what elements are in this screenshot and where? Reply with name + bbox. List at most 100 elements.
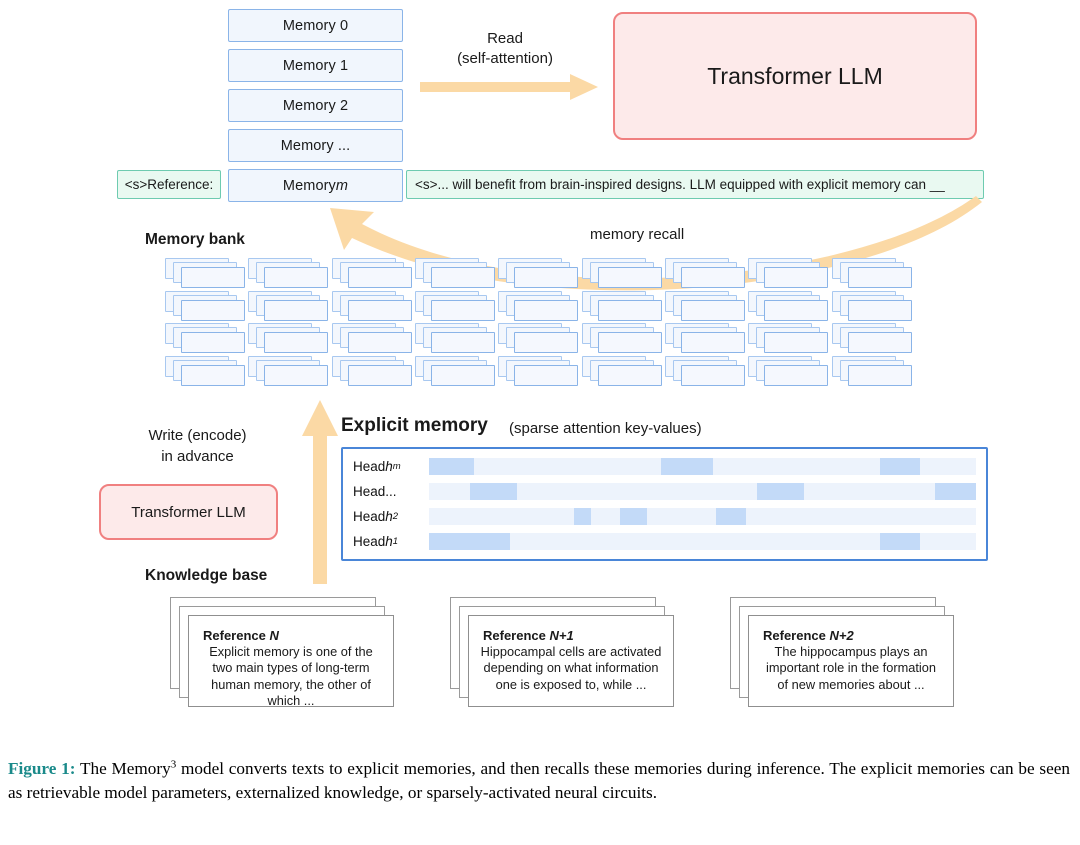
- memory-box-m-label: Memory: [282, 177, 336, 194]
- memory-bank-unit: [498, 258, 579, 288]
- memory-box-0-label: Memory 0: [282, 17, 349, 34]
- explicit-memory-active-segment: [934, 483, 976, 500]
- reference-card-0-title-prefix: Reference: [203, 628, 270, 643]
- read-arrow-label-line2: (self-attention): [435, 50, 575, 67]
- reference-card-1-title-var: N+1: [549, 628, 574, 643]
- figure-diagram: Memory 0 Memory 1 Memory 2 Memory ... Me…: [99, 9, 988, 709]
- memory-bank-card: [347, 332, 412, 353]
- memory-bank-card: [514, 364, 579, 386]
- memory-bank-unit: [748, 323, 829, 353]
- memory-bank-unit: [248, 258, 329, 288]
- figure-caption-label: Figure 1:: [8, 759, 76, 778]
- reference-card-0-body: Explicit memory is one of the two main t…: [209, 644, 373, 709]
- memory-bank-unit: [831, 258, 912, 288]
- memory-bank-title: Memory bank: [145, 231, 245, 249]
- memory-bank-unit: [165, 323, 245, 353]
- explicit-memory-subtitle-label: (sparse attention key-values): [509, 420, 702, 437]
- memory-bank-card: [681, 332, 745, 353]
- reference-card-2-title-var: N+2: [829, 628, 854, 643]
- explicit-memory-active-segment: [880, 458, 920, 475]
- memory-bank-card: [847, 332, 912, 353]
- memory-bank-card: [514, 299, 579, 321]
- memory-bank-unit: [665, 355, 745, 386]
- transformer-llm-top-label: Transformer LLM: [707, 62, 883, 89]
- reference-card-2-body: The hippocampus plays an important role …: [766, 644, 936, 692]
- memory-bank-unit: [581, 323, 662, 353]
- memory-bank-card: [264, 267, 329, 288]
- reference-stack-0: Reference N Explicit memory is one of th…: [170, 597, 394, 709]
- memory-bank-card: [181, 364, 245, 386]
- memory-bank-card: [264, 364, 329, 386]
- memory-box-m-index: m: [335, 177, 349, 194]
- memory-bank-unit: [415, 323, 495, 353]
- explicit-memory-head-track: [429, 533, 976, 550]
- memory-bank-title-label: Memory bank: [145, 231, 245, 248]
- read-label-2: (self-attention): [457, 50, 553, 67]
- memory-box-2-label: Memory 2: [282, 97, 349, 114]
- memory-box-2: Memory 2: [228, 89, 403, 122]
- memory-bank-card: [181, 267, 245, 288]
- explicit-memory-active-segment: [429, 533, 510, 550]
- figure-caption-superscript: 3: [170, 758, 177, 771]
- reference-card-1-title-prefix: Reference: [483, 628, 550, 643]
- write-label-2: in advance: [161, 448, 234, 465]
- reference-card-0-title-var: N: [269, 628, 279, 643]
- explicit-memory-head-track: [429, 508, 976, 525]
- memory-box-1-label: Memory 1: [282, 57, 349, 74]
- memory-bank-unit: [665, 290, 745, 321]
- memory-bank-card: [514, 332, 579, 353]
- reference-stack-2: Reference N+2 The hippocampus plays an i…: [730, 597, 954, 707]
- memory-bank-unit: [165, 290, 245, 321]
- memory-bank-unit: [331, 258, 412, 288]
- memory-bank-unit: [331, 290, 412, 321]
- reference-card-2-title-prefix: Reference: [763, 628, 830, 643]
- memory-bank-unit: [415, 355, 495, 386]
- read-arrow-icon: [420, 74, 598, 100]
- memory-bank-card: [681, 364, 745, 386]
- transformer-llm-bottom-label: Transformer LLM: [131, 503, 246, 521]
- memory-box-ellipsis: Memory ...: [228, 129, 403, 162]
- memory-bank-card: [431, 364, 495, 386]
- explicit-memory-title-label: Explicit memory: [341, 415, 488, 436]
- memory-bank-unit: [165, 355, 245, 386]
- memory-bank-card: [681, 299, 745, 321]
- memory-box-1: Memory 1: [228, 49, 403, 82]
- memory-bank-unit: [665, 258, 745, 288]
- generated-text-label: <s>... will benefit from brain-inspired …: [415, 177, 945, 192]
- generated-text-box: <s>... will benefit from brain-inspired …: [406, 170, 984, 199]
- memory-bank-card: [597, 332, 662, 353]
- memory-bank-card: [764, 267, 829, 288]
- write-label-line2: in advance: [110, 448, 285, 465]
- memory-bank-card: [431, 332, 495, 353]
- explicit-memory-active-segment: [470, 483, 517, 500]
- reference-card-2: Reference N+2 The hippocampus plays an i…: [748, 615, 954, 707]
- memory-bank-unit: [498, 355, 579, 386]
- memory-bank-unit: [415, 258, 495, 288]
- write-label-line1: Write (encode): [110, 427, 285, 444]
- reference-stack-1: Reference N+1 Hippocampal cells are acti…: [450, 597, 674, 707]
- memory-recall-label-text: memory recall: [590, 226, 685, 243]
- explicit-memory-active-segment: [429, 458, 474, 475]
- memory-bank-unit: [415, 290, 495, 321]
- explicit-memory-active-segment: [757, 483, 804, 500]
- reference-card-1-title: Reference N+1: [483, 628, 663, 643]
- memory-bank-unit: [831, 355, 912, 386]
- explicit-memory-head-track: [429, 458, 976, 475]
- explicit-memory-subtitle: (sparse attention key-values): [509, 420, 702, 437]
- memory-bank-card: [347, 299, 412, 321]
- write-arrow-icon: [302, 400, 338, 584]
- memory-bank-card: [347, 364, 412, 386]
- figure-caption-text-2: model converts texts to explicit memorie…: [8, 759, 1070, 803]
- memory-bank-card: [431, 299, 495, 321]
- memory-bank-card: [347, 267, 412, 288]
- memory-bank-unit: [331, 355, 412, 386]
- knowledge-base-title-label: Knowledge base: [145, 567, 268, 584]
- read-arrow-label-line1: Read: [455, 30, 555, 47]
- reference-card-2-title: Reference N+2: [763, 628, 943, 643]
- explicit-memory-active-segment: [716, 508, 747, 525]
- memory-bank-unit: [831, 323, 912, 353]
- memory-bank-grid: [165, 258, 915, 388]
